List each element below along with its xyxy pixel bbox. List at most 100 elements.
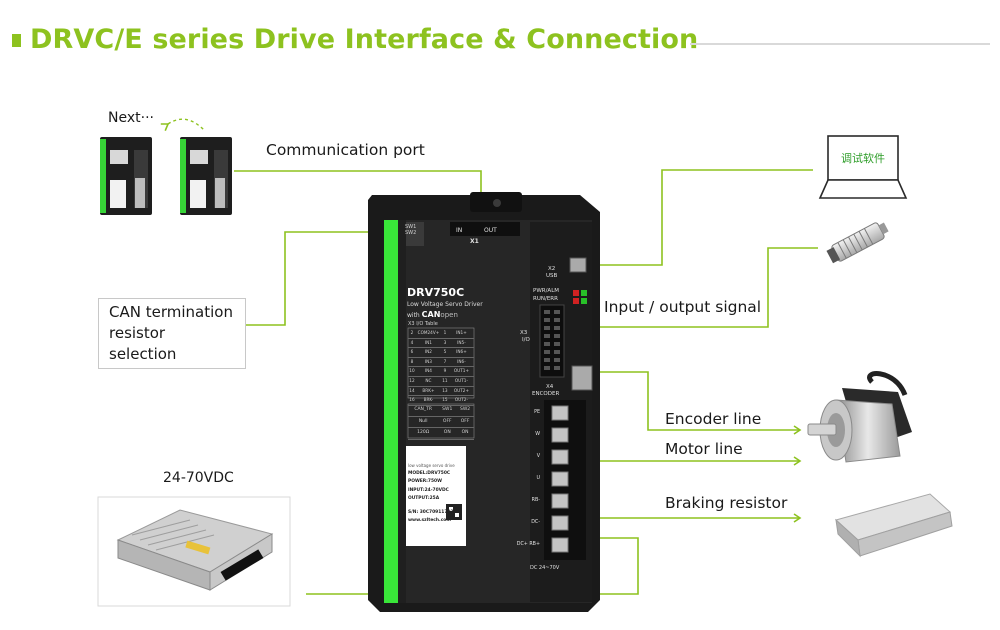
nameplate-model: MODEL:DRV750C xyxy=(408,471,451,477)
can-table-cell: CAN_TR xyxy=(414,407,433,412)
next-driver-1 xyxy=(100,137,152,215)
can-table-cell: ON xyxy=(461,430,469,435)
io-table-cell: COM24V+ xyxy=(417,330,440,335)
io-table-cell: BRK- xyxy=(423,397,434,403)
driver-run-label: RUN/ERR xyxy=(533,296,558,302)
terminal-label: V xyxy=(536,454,540,459)
io-table-cell: 9 xyxy=(443,368,447,374)
io-table-cell: 13 xyxy=(442,387,448,393)
io-table-cell: 4 xyxy=(410,339,414,345)
driver-io-table-title: X3 I/O Table xyxy=(408,321,438,327)
io-table-cell: 6 xyxy=(410,349,414,355)
driver-out-label: OUT xyxy=(484,227,497,234)
terminal-label: W xyxy=(535,432,540,437)
io-table-row: 6 IN2 5 IN6+ xyxy=(408,348,474,358)
driver-nameplate: low voltage servo drive MODEL:DRV750C PO… xyxy=(408,462,466,525)
driver-io-label: I/O xyxy=(522,337,530,343)
driver-x2-label: X2 xyxy=(548,266,556,272)
can-termination-label-line1: CAN termination xyxy=(109,303,233,321)
can-table-cell: OFF xyxy=(442,418,452,424)
io-table-row: 14 BRK+ 13 OUT2+ xyxy=(408,387,474,397)
wire-encoder xyxy=(594,371,802,435)
io-table-cell: 10 xyxy=(409,368,415,374)
driver-dc-label: DC 24~70V xyxy=(530,565,560,571)
io-table-cell: OUT1+ xyxy=(453,368,469,374)
io-table-cell: 1 xyxy=(443,330,447,335)
io-table-cell: 8 xyxy=(410,358,414,364)
wire-io-signal xyxy=(596,247,818,328)
can-termination-label-line2: resistor selection xyxy=(109,324,177,363)
nameplate-web: www.szltech.com xyxy=(408,518,451,524)
terminal-label: PE xyxy=(534,410,540,415)
header-accent-square xyxy=(12,34,21,47)
page-title: DRVC/E series Drive Interface & Connecti… xyxy=(30,24,699,55)
can-table-cell: Null xyxy=(418,418,428,424)
driver-open-word: open xyxy=(440,311,458,319)
io-table-cell: IN5- xyxy=(457,339,466,345)
driver-canopen-line: with CANopen xyxy=(407,310,458,319)
header-divider xyxy=(690,43,990,45)
driver-x4-label: X4 xyxy=(546,384,554,390)
terminal-label: RB- xyxy=(531,498,540,503)
io-table-cell: 11 xyxy=(442,377,448,383)
io-table-cell: IN6+ xyxy=(456,349,467,355)
terminal-label: U xyxy=(536,476,540,481)
braking-resistor-label: Braking resistor xyxy=(665,494,788,512)
io-table-cell: OUT2+ xyxy=(453,387,469,393)
nameplate-serial: S/N: 30C709117020I xyxy=(408,510,459,516)
io-table-cell: IN2 xyxy=(424,349,432,355)
nameplate-brand: low voltage servo drive xyxy=(408,463,455,468)
next-arrow xyxy=(160,118,205,131)
io-table-cell: 3 xyxy=(443,339,447,345)
wire-can-termination xyxy=(246,231,397,326)
nameplate-output: OUTPUT:25A xyxy=(408,495,440,501)
io-table-cell: BRK+ xyxy=(422,387,435,393)
can-table-cell: SW2 xyxy=(459,407,471,412)
io-table-cell: IN1+ xyxy=(456,330,467,335)
can-termination-label-box: CAN termination resistor selection xyxy=(98,298,246,369)
driver-in-label: IN xyxy=(456,227,463,234)
terminal-label: DC- xyxy=(531,520,540,525)
can-table-cell: 120Ω xyxy=(417,430,430,435)
driver-x1-label: X1 xyxy=(470,238,479,245)
io-table-cell: 14 xyxy=(409,387,415,393)
motor-line-label: Motor line xyxy=(665,440,743,458)
nameplate-power: POWER:750W xyxy=(408,479,442,485)
driver-switch-label: SW1 SW2 xyxy=(405,224,417,236)
can-table-cell: OFF xyxy=(460,418,470,424)
communication-port-label: Communication port xyxy=(266,141,425,159)
io-table-cell: 16 xyxy=(409,397,415,403)
nameplate-input: INPUT:24-70VDC xyxy=(408,487,449,493)
braking-resistor-icon xyxy=(834,493,953,558)
io-table-row: 16 BRK- 15 OUT2- xyxy=(408,396,474,406)
next-label: Next··· xyxy=(108,110,154,126)
driver-pwr-label: PWR/ALM xyxy=(533,288,560,294)
driver-x3-label: X3 xyxy=(520,330,528,336)
io-table-cell: IN6- xyxy=(457,358,466,364)
io-table-cell: 2 xyxy=(410,330,414,335)
driver-can-word: CAN xyxy=(421,310,441,319)
laptop-icon xyxy=(818,135,908,199)
io-table-cell: 5 xyxy=(443,349,447,355)
io-table-cell: OUT2- xyxy=(454,397,468,403)
power-supply-unit xyxy=(116,509,274,591)
driver-encoder-label: ENCODER xyxy=(532,391,560,397)
proximity-sensor-icon xyxy=(826,222,889,264)
driver-with-text: with xyxy=(407,312,420,319)
driver-usb-label: USB xyxy=(546,273,558,279)
encoder-line-label: Encoder line xyxy=(665,410,762,428)
io-signal-label: Input / output signal xyxy=(604,298,762,316)
io-table-cell: 15 xyxy=(442,397,448,403)
driver-subtitle: Low Voltage Servo Driver xyxy=(407,301,483,308)
main-driver xyxy=(368,192,600,612)
io-table-cell: OUT1- xyxy=(454,377,468,383)
